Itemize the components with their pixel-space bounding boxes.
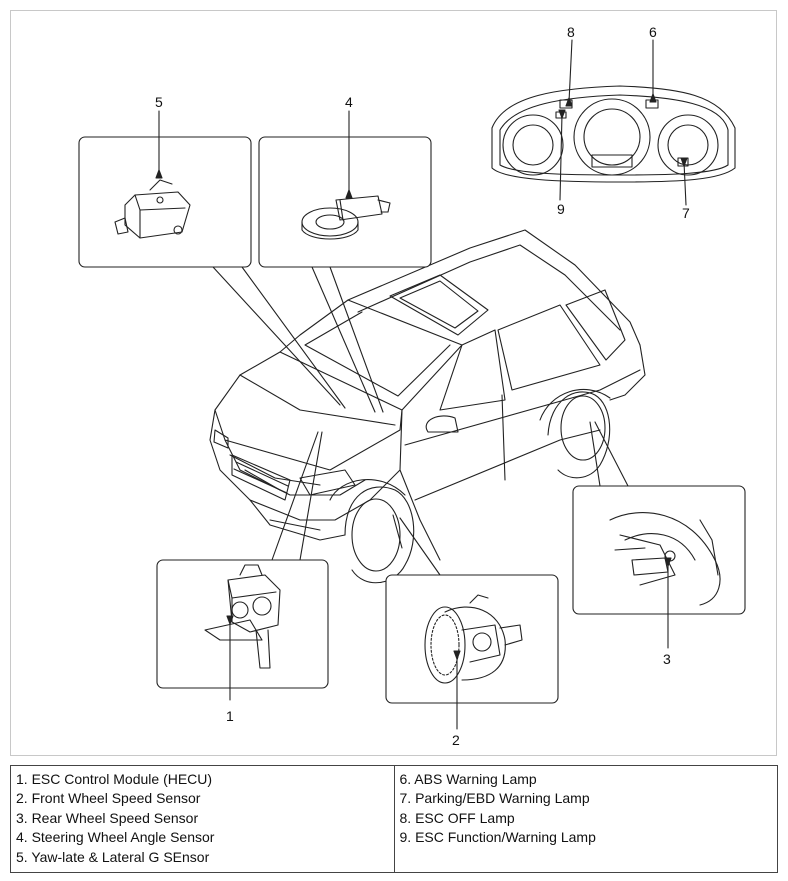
callout-box-4: [258, 136, 432, 268]
callout-number-9: 9: [557, 201, 565, 217]
legend-item-1: 1. ESC Control Module (HECU): [16, 771, 213, 787]
front-wheel-speed-sensor-drawing: [424, 594, 523, 684]
legend-column-right: 6. ABS Warning Lamp 7. Parking/EBD Warni…: [393, 766, 778, 872]
callout-box-5: [78, 136, 252, 268]
callout-leaders: [155, 39, 688, 730]
callout-number-8: 8: [567, 24, 575, 40]
vehicle-drawing: [209, 229, 646, 584]
callout-box-2: [385, 574, 559, 704]
legend-item-8: 8. ESC OFF Lamp: [399, 809, 515, 826]
leader-lines: [212, 266, 629, 576]
diagram-frame: [10, 10, 777, 756]
callout-number-5: 5: [155, 94, 163, 110]
callout-box-3: [572, 485, 746, 615]
legend-column-left: 1. ESC Control Module (HECU) 2. Front Wh…: [11, 766, 394, 872]
legend-item-7: 7. Parking/EBD Warning Lamp: [399, 790, 590, 807]
rear-wheel-speed-sensor-drawing: [609, 512, 721, 606]
esc-components-diagram: 5 4 1 2 3 8 6 9 7: [78, 24, 746, 748]
legend-item-4: 4. Steering Wheel Angle Sensor: [16, 829, 215, 846]
legend-item-9: 9. ESC Function/Warning Lamp: [399, 829, 596, 846]
legend-item-3: 3. Rear Wheel Speed Sensor: [16, 809, 199, 826]
callout-box-1: [156, 559, 329, 689]
legend-item-5: 5. Yaw-late & Lateral G SEnsor: [16, 848, 210, 865]
legend-item-2: 2. Front Wheel Speed Sensor: [16, 790, 201, 807]
steering-angle-sensor-drawing: [301, 195, 391, 240]
callout-number-1: 1: [226, 708, 234, 724]
callout-number-7: 7: [682, 205, 690, 221]
legend-item-6: 6. ABS Warning Lamp: [399, 771, 537, 787]
callout-number-4: 4: [345, 94, 353, 110]
callout-number-2: 2: [452, 732, 460, 748]
yaw-rate-sensor-drawing: [114, 179, 191, 239]
instrument-cluster-drawing: [491, 85, 736, 183]
callout-number-3: 3: [663, 651, 671, 667]
callout-number-6: 6: [649, 24, 657, 40]
legend-table: 1. ESC Control Module (HECU) 2. Front Wh…: [10, 765, 778, 873]
hecu-drawing: [204, 564, 281, 669]
